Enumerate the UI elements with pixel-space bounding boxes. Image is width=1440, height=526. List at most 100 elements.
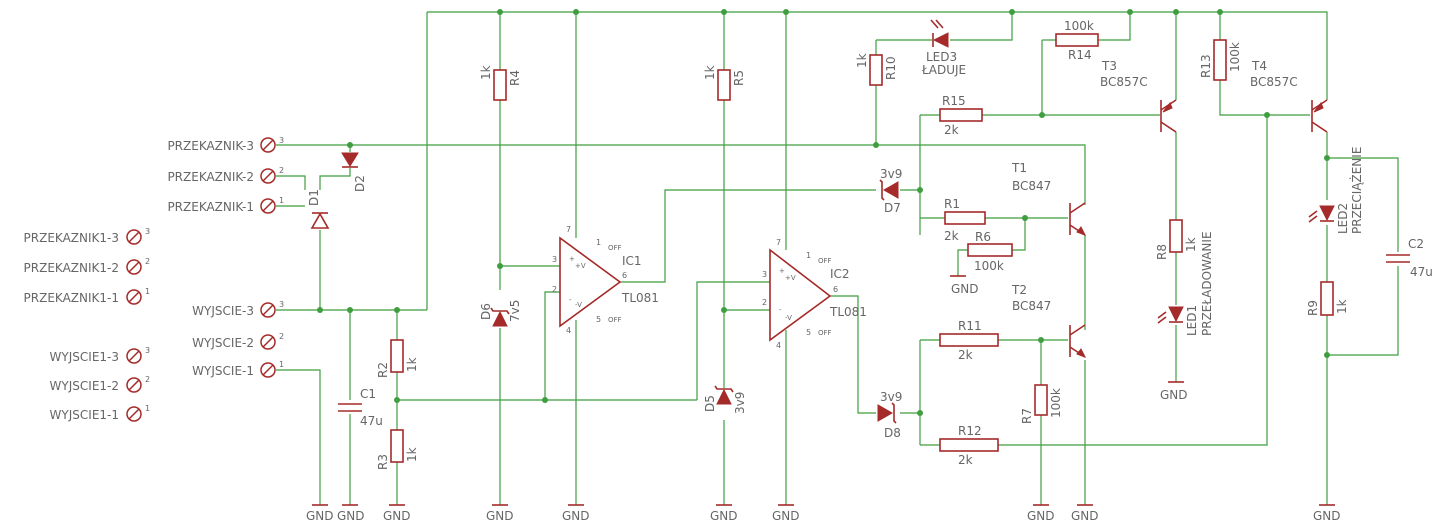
zener-d7[interactable]: 3v9 D7 — [879, 167, 902, 215]
pin-number: 6 — [833, 285, 838, 294]
connector-label: PRZEKAZNIK-3 — [167, 139, 254, 153]
pin-number: 3 — [279, 136, 284, 145]
transistor-type: BC857C — [1100, 75, 1148, 89]
led-led1[interactable]: LED1 PRZEŁADOWANIE — [1157, 231, 1214, 336]
connector-wyjscie1-1[interactable]: WYJSCIE1-1 1 — [50, 404, 151, 422]
pin-label: +V — [575, 262, 586, 270]
capacitor-value: 47u — [360, 414, 383, 428]
resistor-r5[interactable]: 1k R5 — [703, 65, 746, 101]
led-name: LED3 — [926, 50, 957, 64]
capacitor-c1[interactable]: C1 47u — [338, 387, 383, 428]
connector-wyjscie-3[interactable]: WYJSCIE-3 3 — [192, 300, 284, 318]
pin-number: 2 — [145, 375, 150, 384]
resistor-name: R15 — [942, 94, 966, 108]
led-label: ŁADUJE — [921, 63, 966, 77]
pin-number: 4 — [776, 341, 781, 350]
pin-number: 1 — [596, 238, 601, 247]
transistor-t1[interactable]: T1 BC847 — [1011, 161, 1087, 236]
resistor-name: R7 — [1020, 408, 1034, 424]
connector-przekaznik-2[interactable]: PRZEKAZNIK-2 2 — [167, 166, 284, 184]
resistor-r7[interactable]: R7 100k — [1020, 384, 1063, 424]
capacitor-c2[interactable]: C2 47u — [1386, 237, 1433, 279]
led-led2[interactable]: LED2 PRZECIĄŻENIE — [1308, 147, 1364, 234]
resistor-r8[interactable]: R8 1k — [1155, 219, 1198, 260]
connector-wyjscie1-2[interactable]: WYJSCIE1-2 2 — [50, 375, 151, 393]
led-label: PRZECIĄŻENIE — [1349, 147, 1364, 234]
resistor-r13[interactable]: R13 100k — [1199, 39, 1242, 81]
ground-label: GND — [951, 282, 979, 296]
ground-label: GND — [383, 509, 411, 523]
opamp-ic1[interactable]: + - +V -V 7 3 2 4 6 1 5 OFF OFF IC1 TL08… — [552, 225, 659, 335]
ground-icon: GND — [772, 504, 800, 523]
connector-wyjscie1-3[interactable]: WYJSCIE1-3 3 — [50, 346, 151, 364]
opamp-name: IC1 — [622, 254, 642, 268]
pin-number: 2 — [762, 298, 767, 307]
resistor-r11[interactable]: R11 2k — [939, 319, 999, 362]
diode-name: D5 — [703, 395, 717, 412]
connector-przekaznik1-3[interactable]: PRZEKAZNIK1-3 3 — [24, 227, 151, 245]
ground-label: GND — [1027, 509, 1055, 523]
resistor-r14[interactable]: 100k R14 — [1055, 19, 1099, 62]
connector-wyjscie-1[interactable]: WYJSCIE-1 1 — [192, 360, 284, 378]
connector-przekaznik-1[interactable]: PRZEKAZNIK-1 1 — [167, 196, 284, 214]
resistor-r10[interactable]: 1k R10 — [855, 53, 898, 86]
zener-d8[interactable]: 3v9 D8 — [877, 390, 902, 440]
resistor-name: R6 — [975, 230, 991, 244]
ground-icon: GND — [306, 504, 334, 523]
diode-name: D7 — [884, 201, 901, 215]
resistor-r12[interactable]: R12 2k — [939, 424, 999, 467]
pin-label: OFF — [608, 244, 622, 252]
diode-d2[interactable]: D2 — [341, 152, 367, 192]
connector-label: PRZEKAZNIK-1 — [167, 200, 254, 214]
pin-number: 1 — [145, 287, 150, 296]
diode-value: 3v9 — [880, 167, 902, 181]
opamp-type: TL081 — [621, 291, 659, 305]
pin-number: 1 — [279, 360, 284, 369]
resistor-r4[interactable]: 1k R4 — [479, 65, 522, 101]
ground-icon: GND — [562, 504, 590, 523]
zener-d5[interactable]: D5 3v9 — [703, 385, 747, 414]
connector-przekaznik-3[interactable]: PRZEKAZNIK-3 3 — [167, 136, 284, 153]
resistor-value: 1k — [405, 357, 419, 372]
terminal-icon — [260, 168, 276, 184]
resistor-name: R10 — [884, 56, 898, 80]
resistor-r1[interactable]: R1 2k — [944, 197, 986, 243]
connector-wyjscie-2[interactable]: WYJSCIE-2 2 — [192, 332, 284, 350]
ground-icon: GND — [710, 504, 738, 523]
resistor-name: R5 — [732, 70, 746, 86]
resistor-r3[interactable]: R3 1k — [376, 429, 419, 470]
ground-label: GND — [337, 509, 365, 523]
connector-przekaznik1-2[interactable]: PRZEKAZNIK1-2 2 — [24, 257, 151, 275]
opamp-ic2[interactable]: + - +V -V 7 3 2 4 6 1 5 OFF OFF IC2 TL08… — [762, 238, 867, 350]
ground-icon: GND — [383, 504, 411, 523]
connector-label: PRZEKAZNIK1-1 — [24, 291, 119, 305]
resistor-r9[interactable]: R9 1k — [1306, 281, 1349, 316]
transistor-t4[interactable]: T4 BC857C — [1250, 59, 1328, 133]
transistor-t3[interactable]: T3 BC857C — [1100, 59, 1177, 133]
diode-value: 7v5 — [508, 300, 522, 322]
terminal-icon — [260, 334, 276, 350]
terminal-icon — [260, 198, 276, 214]
ground-icon: GND — [337, 504, 365, 523]
connector-label: PRZEKAZNIK1-3 — [24, 231, 119, 245]
resistor-r2[interactable]: R2 1k — [376, 339, 419, 378]
resistor-value: 1k — [479, 65, 493, 80]
pin-label: -V — [575, 301, 582, 309]
zener-d6[interactable]: D6 7v5 — [479, 300, 522, 327]
resistor-name: R9 — [1306, 300, 1320, 316]
ground-icon: GND — [1027, 504, 1055, 523]
transistor-t2[interactable]: T2 BC847 — [1011, 283, 1087, 358]
connector-przekaznik1-1[interactable]: PRZEKAZNIK1-1 1 — [24, 287, 151, 305]
diode-d1[interactable]: D1 — [307, 189, 330, 229]
transistor-name: T2 — [1011, 283, 1027, 297]
resistor-r15[interactable]: R15 2k — [939, 94, 983, 137]
connector-label: PRZEKAZNIK1-2 — [24, 261, 119, 275]
resistor-value: 1k — [855, 53, 869, 68]
wires — [276, 11, 1399, 505]
pin-number: 5 — [596, 315, 601, 324]
led-led3[interactable]: LED3 ŁADUJE — [921, 19, 966, 77]
transistor-type: BC847 — [1012, 299, 1051, 313]
resistor-name: R3 — [376, 454, 390, 470]
resistor-r6[interactable]: R6 100k — [967, 230, 1013, 273]
